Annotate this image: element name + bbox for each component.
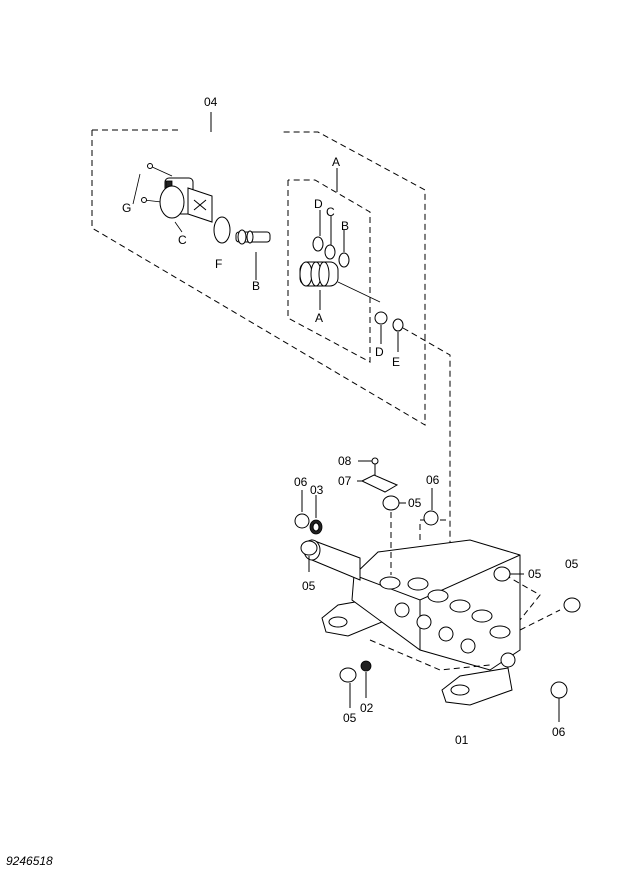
spool-b (235, 229, 271, 280)
rings-dcb (312, 210, 350, 268)
label-06-bottom: 06 (552, 725, 566, 739)
plug-05-bottom (339, 667, 357, 708)
label-06-mid: 06 (426, 473, 440, 487)
label-c-left: C (178, 233, 187, 247)
plug-05-top (382, 495, 406, 575)
label-f: F (215, 257, 222, 271)
label-b-bottom: B (252, 279, 260, 293)
label-b-top: B (341, 219, 349, 233)
label-06-left: 06 (294, 475, 308, 489)
label-05-left: 05 (302, 579, 316, 593)
label-05-bottom: 05 (343, 711, 357, 725)
solenoid-part (132, 163, 213, 233)
plug-06-bottom (550, 681, 568, 722)
label-a-bottom: A (315, 311, 323, 325)
label-08: 08 (338, 454, 352, 468)
plug-03 (309, 495, 323, 535)
label-g: G (122, 201, 131, 215)
label-04: 04 (204, 95, 218, 109)
label-05-far-right: 05 (565, 557, 579, 571)
plug-02 (360, 660, 372, 698)
label-01: 01 (455, 733, 469, 747)
label-c-top: C (326, 205, 335, 219)
label-e: E (392, 355, 400, 369)
rings-de (374, 311, 451, 545)
plug-05-right (493, 566, 524, 582)
assembly-04-boundary (91, 112, 426, 426)
o-ring-f (213, 216, 231, 244)
label-03: 03 (310, 483, 324, 497)
plug-06-left (294, 490, 310, 529)
drawing-number: 9246518 (6, 854, 53, 868)
label-05-top: 05 (408, 496, 422, 510)
label-d-top: D (314, 197, 323, 211)
plate-07 (357, 457, 399, 493)
label-05-right: 05 (528, 567, 542, 581)
label-d-bottom: D (375, 345, 384, 359)
label-02: 02 (360, 701, 374, 715)
plug-05-left (300, 540, 318, 572)
plug-05-far-right (563, 597, 581, 613)
label-07: 07 (338, 474, 352, 488)
sleeve-a (299, 261, 381, 310)
label-a-top: A (332, 155, 340, 169)
group-a-boundary (287, 168, 371, 363)
plug-06-mid (423, 488, 439, 526)
